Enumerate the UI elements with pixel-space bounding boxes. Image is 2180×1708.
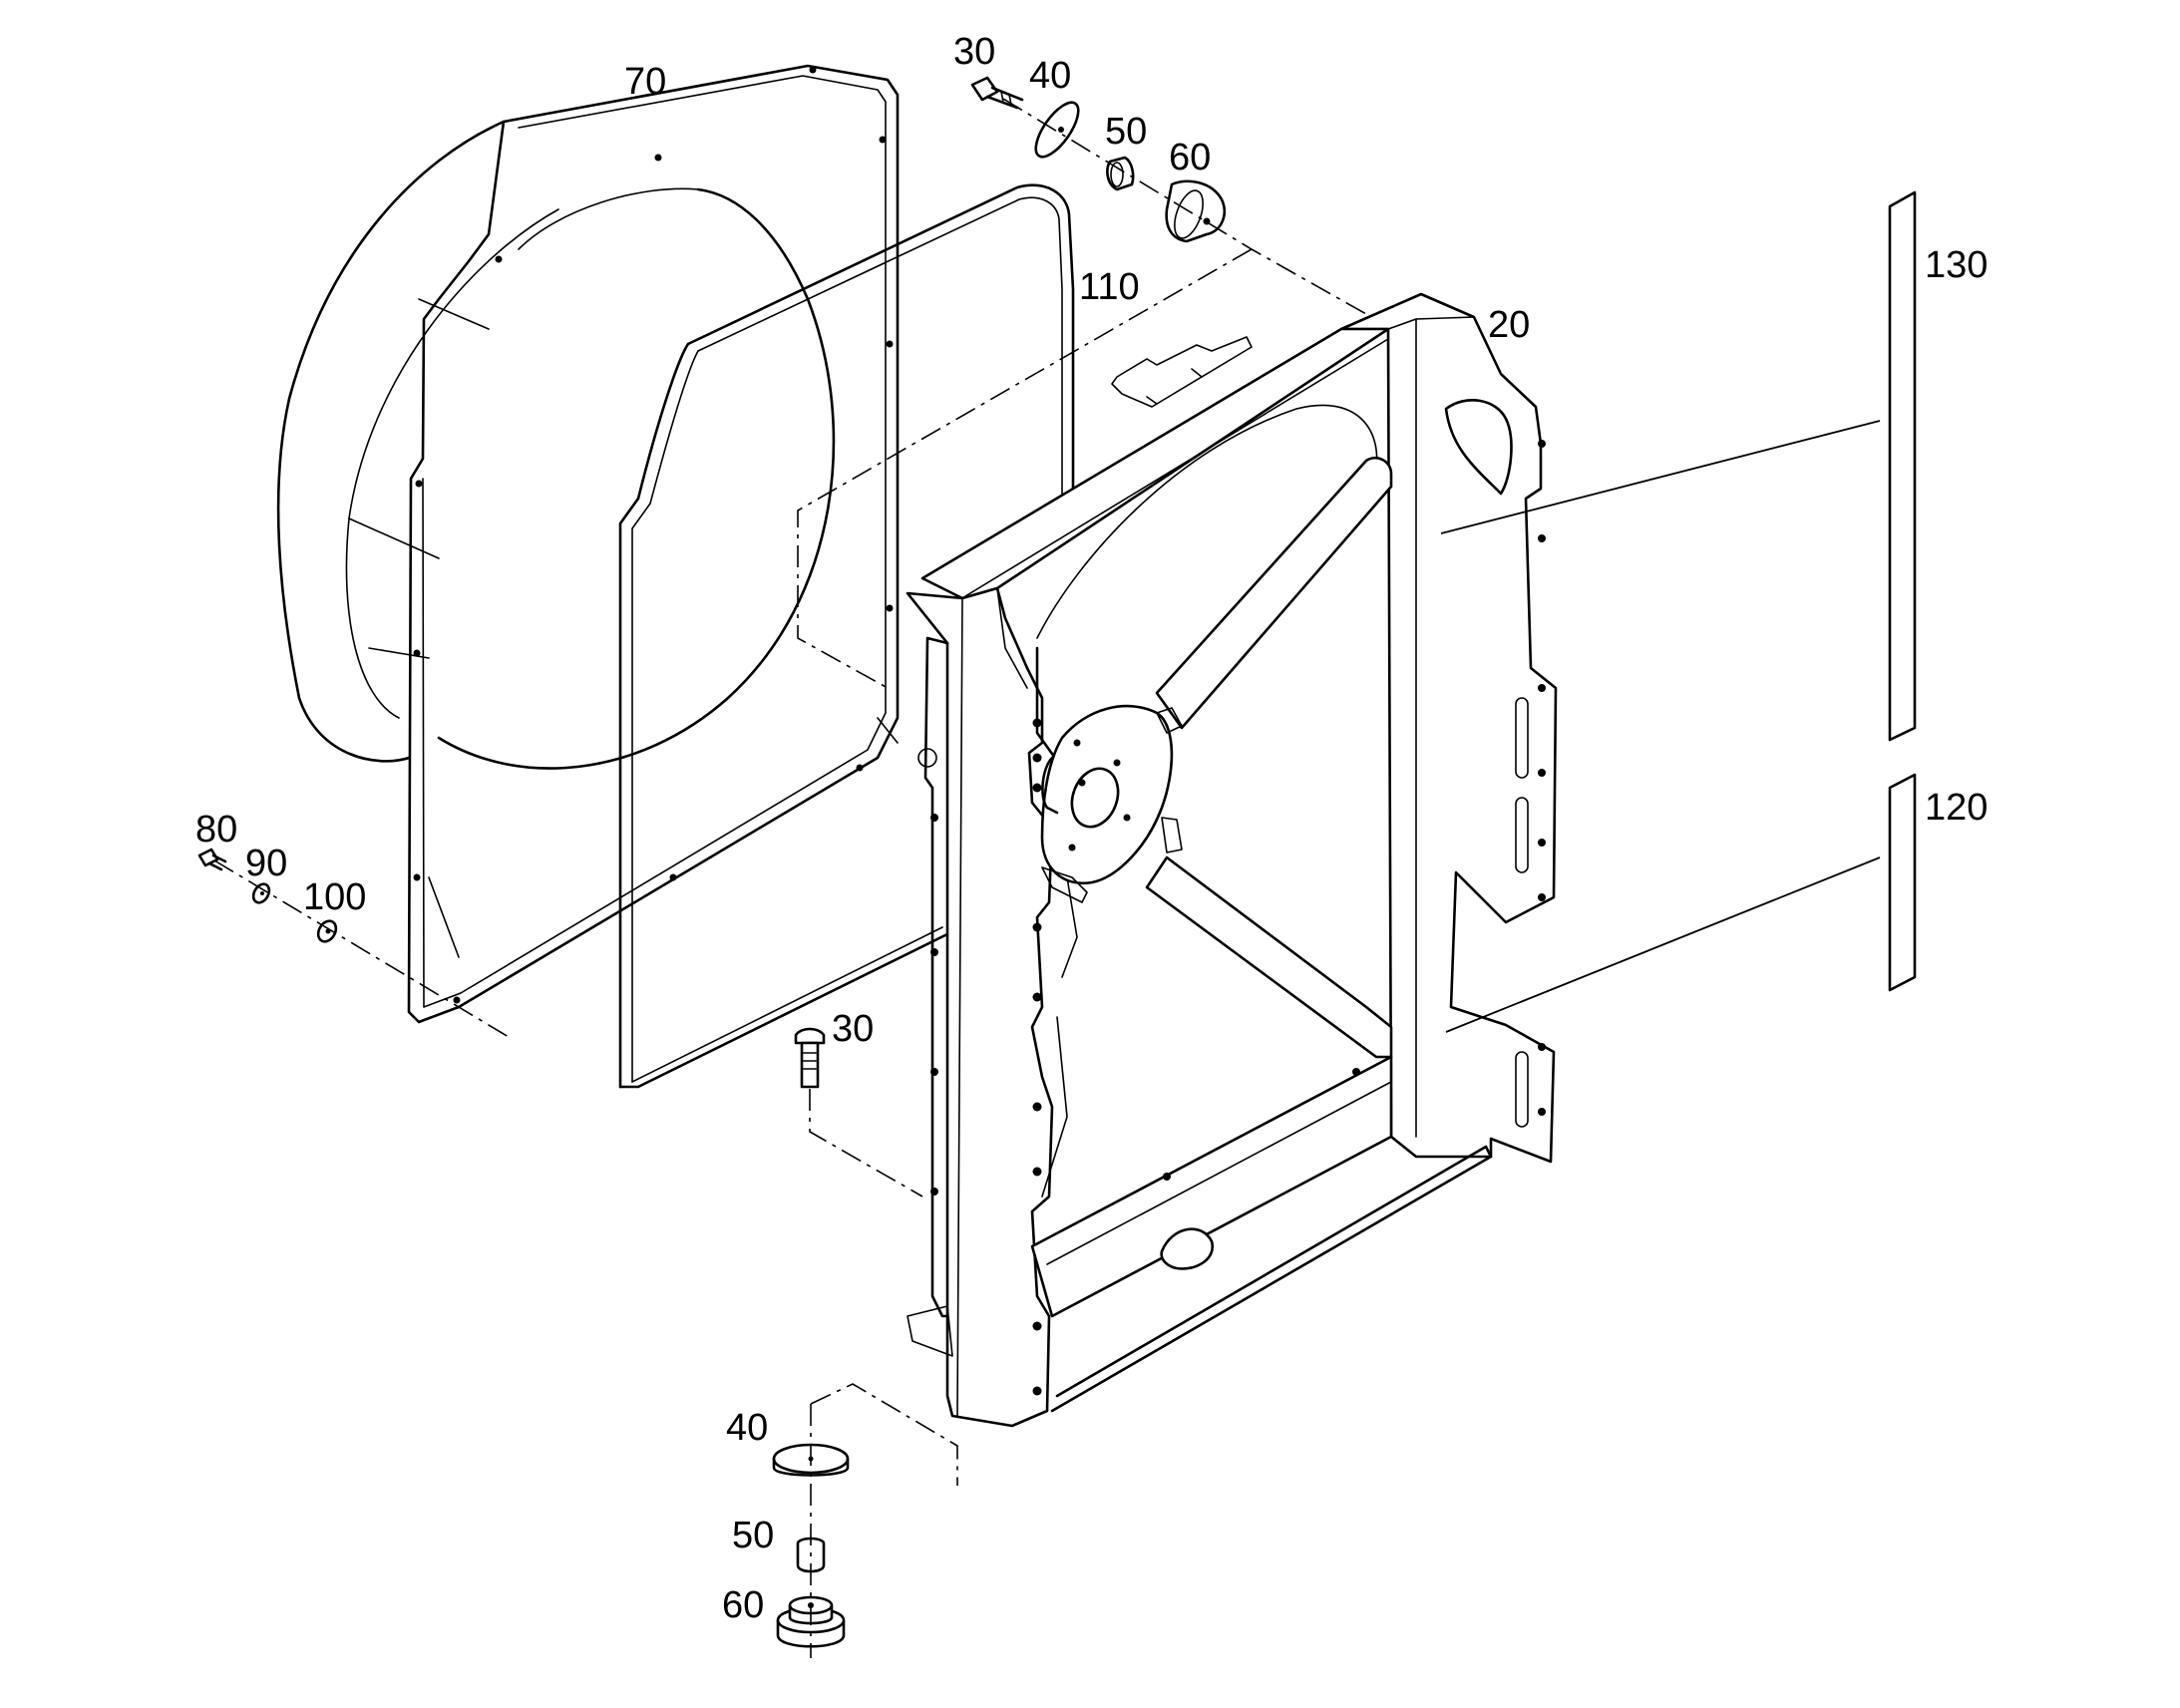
foam-strip-part-120 bbox=[1888, 773, 1917, 992]
callout-50-bottom: 50 bbox=[732, 1515, 774, 1556]
callout-110: 110 bbox=[1079, 266, 1140, 308]
screw-part-80 bbox=[197, 848, 227, 871]
callout-30-bottom: 30 bbox=[832, 1008, 874, 1050]
callout-40-top: 40 bbox=[1029, 55, 1071, 97]
callout-60-bottom: 60 bbox=[722, 1584, 764, 1626]
callout-30-top: 30 bbox=[953, 31, 995, 73]
callout-130: 130 bbox=[1925, 244, 1988, 286]
callout-90: 90 bbox=[245, 843, 287, 884]
callout-50-top: 50 bbox=[1105, 111, 1147, 153]
top-bolt-part-30 bbox=[970, 76, 1024, 110]
foam-strip-part-130 bbox=[1888, 190, 1917, 742]
washer-part-100 bbox=[316, 919, 338, 943]
leader-lines bbox=[1440, 420, 1881, 1033]
top-mount-part-60 bbox=[1165, 179, 1227, 243]
callout-70: 70 bbox=[624, 61, 666, 103]
callout-100: 100 bbox=[303, 876, 366, 918]
bottom-bolt-part-30 bbox=[794, 1027, 826, 1089]
fan-shroud-part-70 bbox=[276, 64, 900, 1024]
callout-60-top: 60 bbox=[1169, 137, 1211, 178]
assembly-lines bbox=[213, 98, 1367, 1658]
top-washer-part-40 bbox=[1034, 101, 1080, 159]
callout-80: 80 bbox=[195, 809, 237, 851]
callout-120: 120 bbox=[1925, 787, 1988, 829]
seal-strip-part-110 bbox=[618, 183, 1075, 1089]
callout-labels: 70 30 40 50 60 110 20 130 120 80 90 100 … bbox=[195, 31, 1988, 1626]
callout-20: 20 bbox=[1488, 304, 1530, 346]
radiator-frame-part-20 bbox=[906, 292, 1558, 1428]
top-spacer-part-50 bbox=[1106, 156, 1135, 191]
callout-40-bottom: 40 bbox=[726, 1407, 768, 1449]
washer-part-90 bbox=[251, 882, 271, 904]
